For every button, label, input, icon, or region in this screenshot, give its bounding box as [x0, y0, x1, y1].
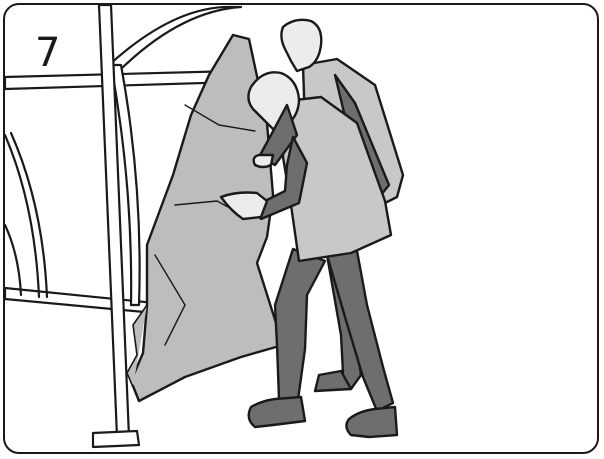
front-worker-hand-upper	[254, 155, 273, 167]
post-foot-plate	[93, 431, 139, 447]
front-worker-boot-right	[346, 407, 397, 437]
step-number: 7	[35, 33, 60, 73]
front-worker-boot-left	[249, 397, 305, 427]
frame-arc-inner-3	[5, 225, 21, 295]
greenhouse-installation-illustration	[5, 5, 599, 454]
instruction-panel: 7	[3, 3, 599, 454]
post-shaft	[99, 5, 129, 437]
